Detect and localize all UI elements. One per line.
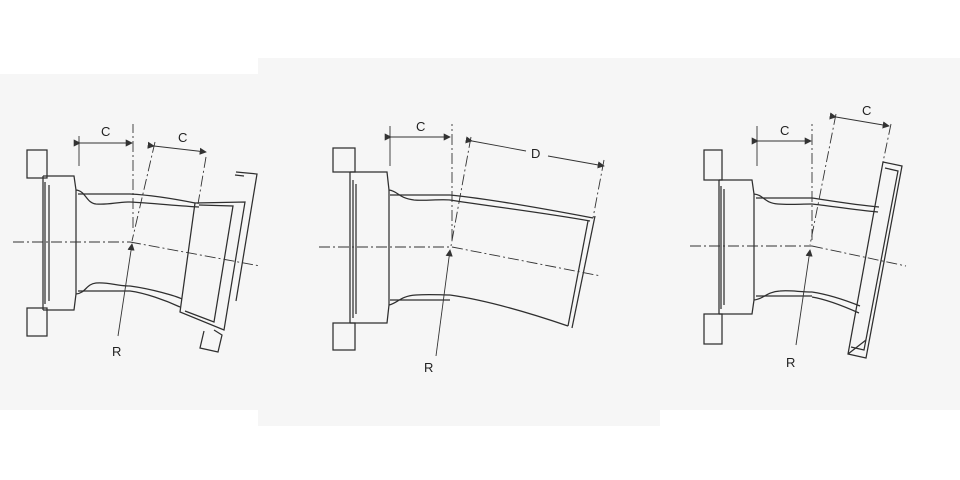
dimension-c-label-2: C [862,103,871,118]
dimension-c-label-2: C [178,130,187,145]
radius-label: R [424,360,433,375]
diagram-panel-right [660,58,960,410]
dimension-c-label: C [416,119,425,134]
double-flanged-bend-drawing: C C R [13,124,261,359]
diagram-panel-center [258,58,660,426]
flanged-tilted-bend-drawing: C C R [690,103,907,370]
dimension-c-label-1: C [101,124,110,139]
radius-label: R [786,355,795,370]
flanged-spigot-bend-drawing: C D R [319,119,605,375]
dimension-d-label: D [531,146,540,161]
radius-label: R [112,344,121,359]
dimension-c-label-1: C [780,123,789,138]
